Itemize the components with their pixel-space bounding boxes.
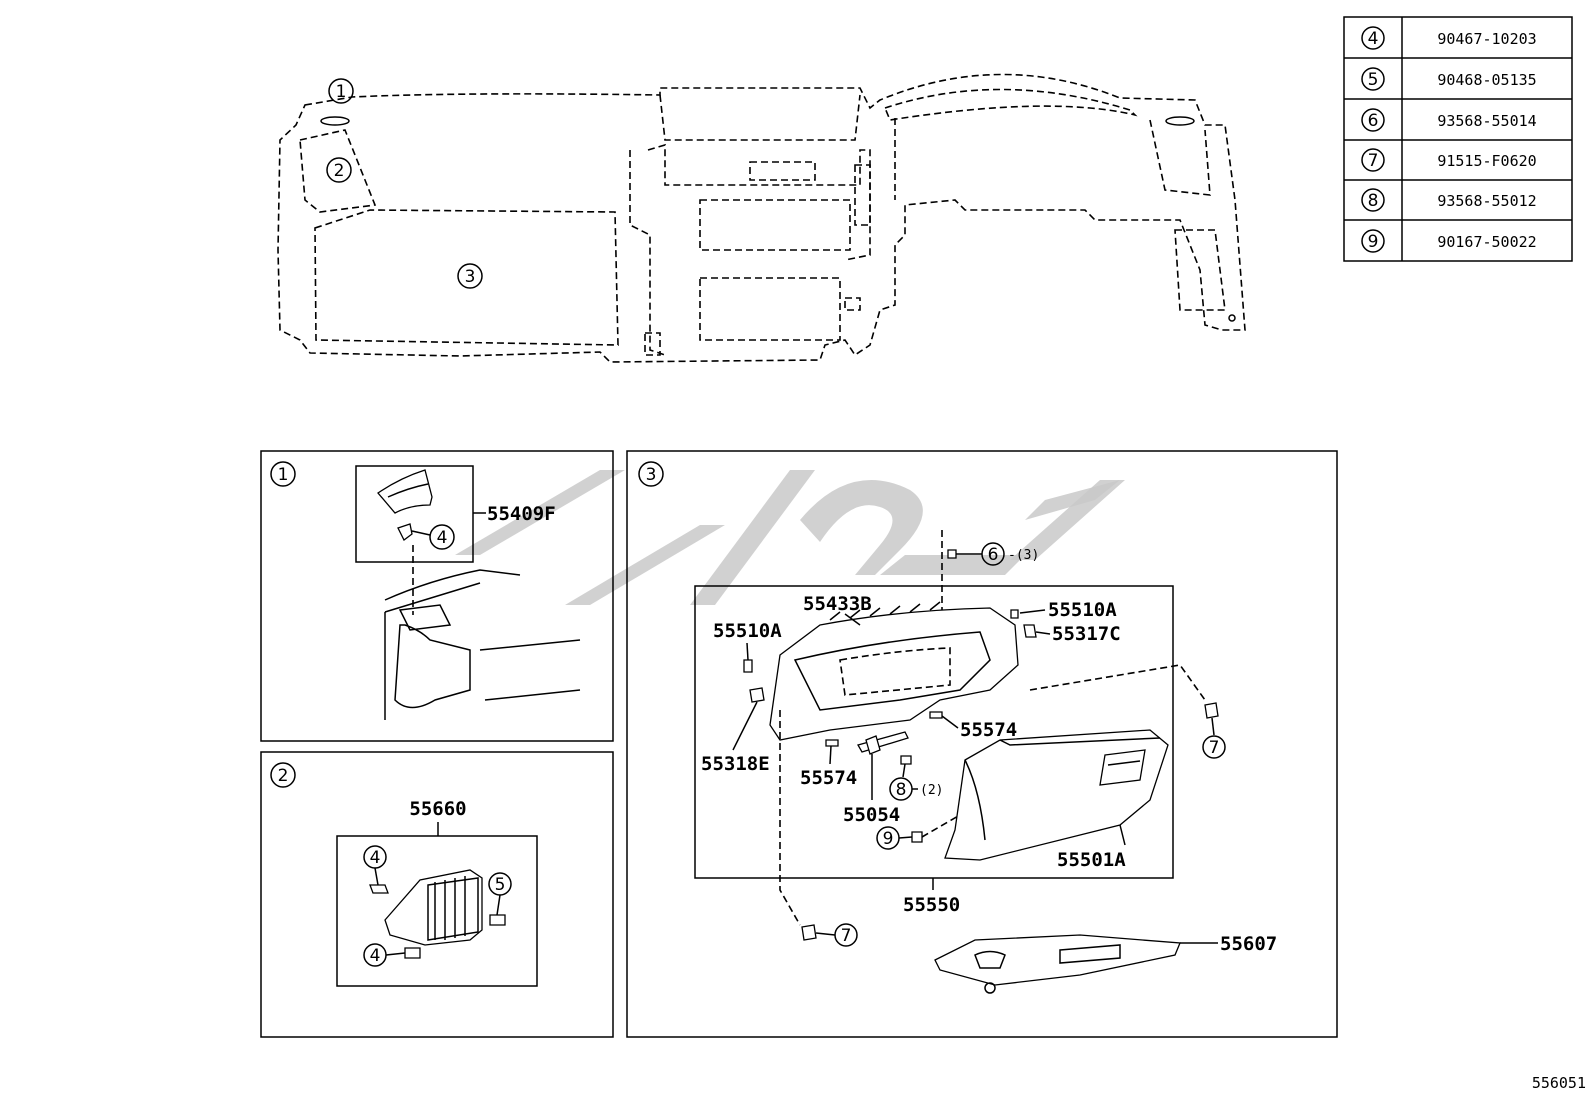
reference-table-row: 4 90467-10203: [1344, 26, 1572, 59]
row-ref: 6: [1368, 111, 1379, 131]
row-part-number: 90468-05135: [1437, 71, 1536, 89]
glove-box-door-part: [944, 729, 1169, 861]
overview-callout-2: 2: [334, 161, 345, 181]
label-55501A: 55501A: [1057, 849, 1126, 871]
diagram-code: 556051: [1532, 1074, 1586, 1092]
panel-3-index: 3: [646, 465, 657, 485]
reference-table-row: 7 91515-F0620: [1344, 148, 1572, 181]
panel-1: 1 4 55409F: [260, 450, 614, 742]
label-55574-right: 55574: [960, 719, 1017, 741]
row-ref: 5: [1368, 70, 1379, 90]
damper-part: [857, 731, 909, 753]
reference-table-row: 8 93568-55012: [1344, 188, 1572, 221]
air-register-part: [384, 869, 483, 946]
reference-table: 4 90467-10203 5 90468-05135 6 93568-5501…: [1343, 16, 1573, 262]
label-55433B: 55433B: [803, 593, 872, 615]
row-ref: 7: [1368, 151, 1379, 171]
callout-bolt-7-bottom: 7: [841, 926, 852, 946]
row-ref: 8: [1368, 191, 1379, 211]
reference-table-row: 6 93568-55014: [1344, 108, 1572, 141]
vent-cover-part: [377, 469, 433, 514]
label-55510A-right: 55510A: [1048, 599, 1117, 621]
callout-screw-6: 6: [988, 545, 999, 565]
watermark-logo: [455, 470, 1125, 605]
label-55409F: 55409F: [487, 503, 556, 525]
row-ref: 4: [1368, 29, 1379, 49]
label-55317C: 55317C: [1052, 623, 1121, 645]
label-55574-left: 55574: [800, 767, 857, 789]
panel-2-clip-top-callout: 4: [370, 848, 381, 868]
row-part-number: 93568-55014: [1437, 112, 1536, 130]
label-55607: 55607: [1220, 933, 1277, 955]
screw-8-qty: (2): [920, 783, 943, 798]
reference-table-row: 9 90167-50022: [1361, 229, 1537, 253]
callout-screw-8: 8: [896, 780, 907, 800]
label-55510A-left: 55510A: [713, 620, 782, 642]
panel-3: 3 6 -(3) 55433B 55510A 55510A 55317C 553…: [626, 450, 1338, 1038]
label-55318E: 55318E: [701, 753, 770, 775]
label-55550: 55550: [903, 894, 960, 916]
label-55660: 55660: [409, 798, 466, 820]
overview-callout-3: 3: [465, 267, 476, 287]
label-55054: 55054: [843, 804, 900, 826]
row-part-number: 93568-55012: [1437, 192, 1536, 210]
callout-bolt-7-right: 7: [1209, 738, 1220, 758]
callout-screw-9: 9: [883, 829, 894, 849]
panel-2-index: 2: [278, 766, 289, 786]
dashboard-overview: 1 2 3: [277, 73, 1246, 363]
row-part-number: 91515-F0620: [1437, 152, 1536, 170]
panel-2-clip-right-callout: 5: [495, 875, 506, 895]
overview-callout-1: 1: [336, 82, 347, 102]
panel-1-clip-callout: 4: [437, 528, 448, 548]
panel-1-index: 1: [278, 465, 289, 485]
row-part-number: 90167-50022: [1437, 233, 1536, 251]
screw-6-qty: -(3): [1008, 548, 1039, 563]
lower-cover-part: [934, 934, 1181, 986]
reference-table-row: 5 90468-05135: [1344, 67, 1572, 100]
glove-box-panel-part: [769, 607, 1019, 741]
row-ref: 9: [1368, 232, 1379, 252]
panel-2: 2 55660 4 5 4: [260, 751, 614, 1038]
panel-2-clip-bottom-callout: 4: [370, 946, 381, 966]
row-part-number: 90467-10203: [1437, 30, 1536, 48]
